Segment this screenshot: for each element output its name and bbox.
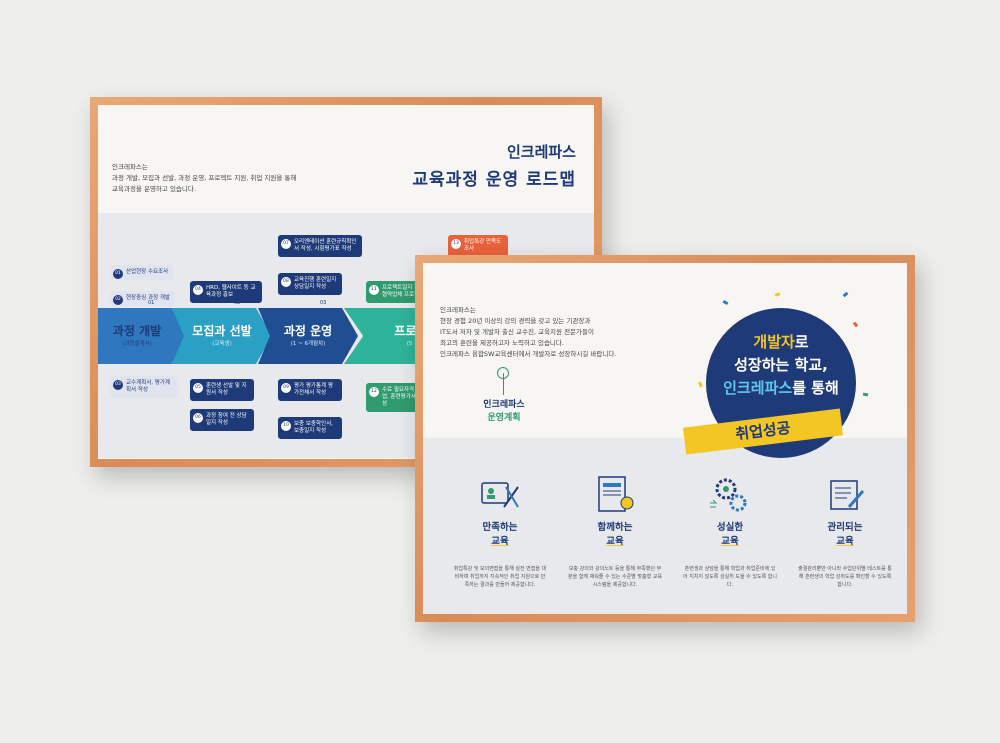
- front-poster-frame: 인크레파스는 현장 경험 20년 이상의 강의 경력을 갖고 있는 기관장과 I…: [415, 255, 915, 622]
- stage-sub: (1 ~ 6개월차): [290, 341, 326, 347]
- roadmap-title: 인크레파스 교육과정 운영 로드맵: [412, 141, 576, 190]
- intro-line: 교육과정을 운영하고 있습니다.: [112, 185, 196, 193]
- plan-label-line1: 인크레파스: [483, 400, 525, 410]
- feature-description: 훈련생과 상담을 통해 학업과 취업준비에 있어 지치지 않도록 성실히 도울 …: [683, 566, 777, 588]
- confetti: [722, 299, 729, 306]
- stage-label: 과정 개발: [112, 324, 162, 338]
- intro-line: IT도서 저자 및 개발자 출신 교수진, 교육지원 전문가들이: [440, 328, 594, 336]
- pin-line: [503, 373, 504, 395]
- stage-number: 03: [320, 300, 327, 306]
- feature-item: 함께하는 교육 보충 강의와 강의노트 등을 통해 부족했던 부분을 함께 채워…: [560, 473, 670, 589]
- feature-title: 만족하는: [482, 522, 518, 533]
- back-intro-text: 인크레파스는 과정 개발, 모집과 선발, 과정 운영, 프로젝트 지원, 취업…: [112, 162, 332, 195]
- confetti: [842, 291, 849, 298]
- feature-description: 보충 강의와 강의노트 등을 통해 부족했던 부분을 함께 채워줄 수 있는 수…: [568, 566, 662, 588]
- stage-label: 모집과 선발: [192, 324, 252, 338]
- feature-item: 성실한 교육 훈련생과 상담을 통해 학업과 취업준비에 있어 지치지 않도록 …: [675, 473, 785, 589]
- feature-title: 관리되는: [827, 522, 863, 533]
- intro-line: 인크레파스 융합SW교육센터에서 개발자로 성장하시길 바랍니다.: [440, 350, 617, 358]
- gears-icon: [708, 473, 752, 517]
- headline-line2: 성장하는 학교,: [734, 356, 828, 374]
- feature-subtitle: 교육: [721, 536, 739, 547]
- operation-plan-label: 인크레파스 운영계획: [457, 399, 551, 425]
- stage-label: 과정 운영: [283, 324, 333, 338]
- intro-line: 인크레파스는: [440, 306, 476, 314]
- feature-subtitle: 교육: [606, 536, 624, 547]
- confetti: [852, 321, 859, 328]
- intro-line: 인크레파스는: [112, 163, 148, 171]
- feature-description: 출결관리뿐만 아니라 수업단위별 테스트를 통해 훈련생의 학업 성취도를 확인…: [798, 566, 892, 588]
- intro-line: 현장 경험 20년 이상의 강의 경력을 갖고 있는 기관장과: [440, 317, 591, 325]
- feature-item: 관리되는 교육 출결관리뿐만 아니라 수업단위별 테스트를 통해 훈련생의 학업…: [790, 473, 900, 589]
- roadmap-title-line2: 교육과정 운영 로드맵: [412, 170, 576, 190]
- id-card-tools-icon: [478, 473, 522, 517]
- stage-arrow-recruitment: 모집과 선발 (교육생): [172, 308, 272, 364]
- headline-line3: 인크레파스를 통해: [723, 379, 839, 397]
- plan-label-line2: 운영계획: [487, 413, 521, 423]
- stage-sub: (과정설계서): [122, 341, 152, 347]
- stage-arrow-course-development: 과정 개발 (과정설계서): [98, 308, 188, 364]
- confetti: [774, 292, 781, 297]
- feature-title: 성실한: [716, 522, 744, 533]
- scroll-pen-icon: [823, 473, 867, 517]
- stage-arrow-operation: 과정 운영 (1 ~ 6개월차): [258, 308, 358, 364]
- front-intro-text: 인크레파스는 현장 경험 20년 이상의 강의 경력을 갖고 있는 기관장과 I…: [440, 305, 680, 360]
- intro-line: 과정 개발, 모집과 선발, 과정 운영, 프로젝트 지원, 취업 지원을 통해: [112, 174, 297, 182]
- feature-description: 취업특강 및 모의면접을 통해 실전 면접을 대비하며 취업까지 지속적인 취업…: [453, 566, 547, 588]
- roadmap-title-line1: 인크레파스: [506, 143, 576, 161]
- front-band: [423, 438, 907, 614]
- stage-number: 01: [148, 300, 155, 306]
- stage-sub: (교육생): [212, 341, 232, 347]
- intro-line: 최고의 훈련을 제공하고자 노력하고 있습니다.: [440, 339, 564, 347]
- feature-subtitle: 교육: [836, 536, 854, 547]
- feature-title: 함께하는: [597, 522, 633, 533]
- document-chart-icon: [593, 473, 637, 517]
- feature-subtitle: 교육: [491, 536, 509, 547]
- stage-number: 02: [234, 300, 241, 306]
- headline-line1: 개발자로: [753, 333, 809, 351]
- feature-item: 만족하는 교육 취업특강 및 모의면접을 통해 실전 면접을 대비하며 취업까지…: [445, 473, 555, 589]
- front-poster: 인크레파스는 현장 경험 20년 이상의 강의 경력을 갖고 있는 기관장과 I…: [423, 263, 907, 614]
